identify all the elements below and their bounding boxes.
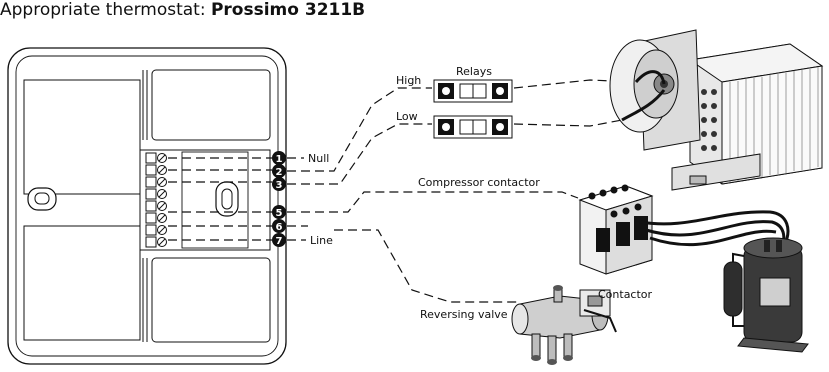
terminal-marker-6: 6 [272,219,286,233]
label-reversing-valve: Reversing valve [420,308,508,321]
svg-text:7: 7 [276,236,283,247]
label-contactor: Contactor [598,288,653,301]
terminal-marker-2: 2 [272,164,286,178]
svg-text:1: 1 [276,154,283,165]
terminal-marker-3: 3 [272,177,286,191]
label-compressor-contactor: Compressor contactor [418,176,540,189]
compressor [723,237,809,353]
svg-text:6: 6 [276,222,283,233]
title-prefix: Appropriate thermostat: [0,0,211,20]
fan-coil-unit [609,29,824,191]
svg-text:3: 3 [276,180,283,191]
terminal-screw [145,176,167,188]
terminal-screw [145,212,167,224]
terminal-screw [145,188,167,200]
terminal-screw [145,236,167,248]
label-null: Null [308,152,329,165]
relay-high [433,79,513,103]
terminal-marker-7: 7 [272,233,286,247]
diagram-title: Appropriate thermostat: Prossimo 3211B [0,0,365,20]
relay-low [433,115,513,139]
svg-text:5: 5 [276,208,283,219]
terminal-marker-5: 5 [272,205,286,219]
label-relays: Relays [456,65,492,78]
label-high: High [396,74,421,87]
terminal-screw [145,164,167,176]
contactor [578,184,790,275]
terminal-leads [168,157,272,241]
terminal-screw [145,152,167,164]
title-model: Prossimo 3211B [210,0,366,20]
terminal-markers: 1 2 3 5 6 7 [272,151,286,247]
terminal-screw [145,224,167,236]
reversing-valve [511,285,617,365]
label-low: Low [396,110,418,123]
terminal-marker-1: 1 [272,151,286,165]
label-line: Line [310,234,333,247]
svg-text:2: 2 [276,167,283,178]
terminal-screws [145,152,167,248]
terminal-screw [145,200,167,212]
external-wires [287,79,637,303]
